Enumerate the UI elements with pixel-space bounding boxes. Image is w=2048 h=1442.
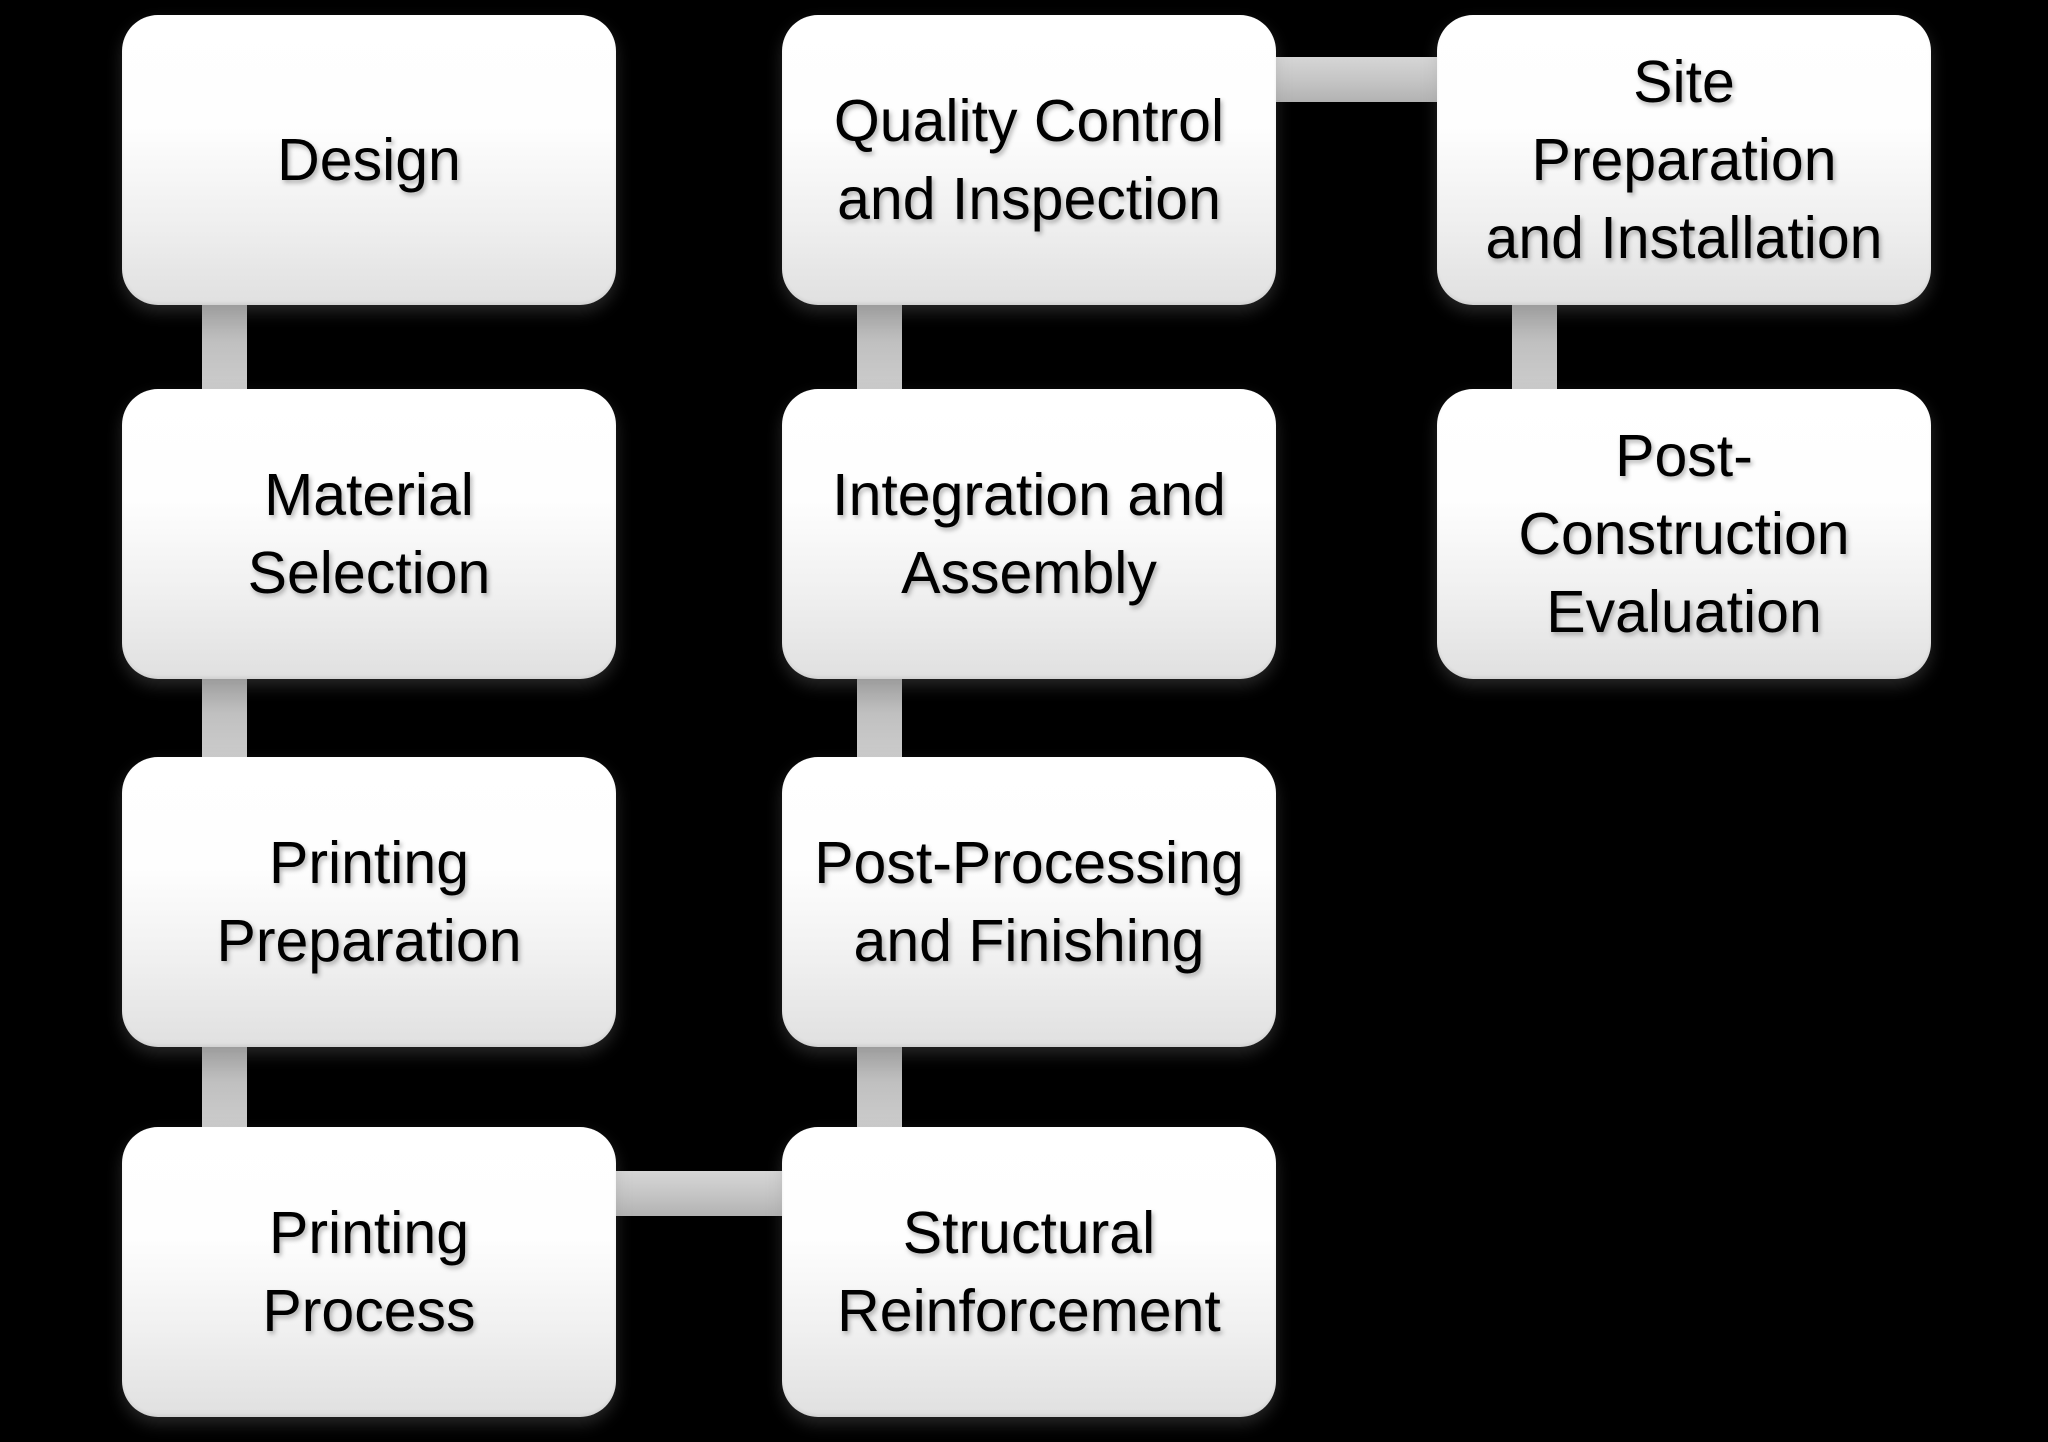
connector-printing-preparation-printing-process	[202, 1043, 247, 1131]
connector-structural-reinforcement-post-processing	[857, 1043, 902, 1131]
flow-step-label: Post-Processing and Finishing	[814, 830, 1244, 974]
flow-step-label: Site Preparation and Installation	[1485, 49, 1883, 271]
flow-step-label: Post- Construction Evaluation	[1518, 423, 1850, 645]
flow-step-quality-control-inspection: Quality Control and Inspection	[782, 15, 1276, 305]
connector-quality-control-site-preparation	[1272, 57, 1441, 102]
connector-material-selection-printing-preparation	[202, 675, 247, 761]
connector-integration-assembly-quality-control	[857, 301, 902, 393]
connector-printing-process-structural-reinforcement	[612, 1171, 786, 1216]
connector-site-preparation-post-construction	[1512, 301, 1557, 393]
flow-step-printing-process: Printing Process	[122, 1127, 616, 1417]
flow-step-printing-preparation: Printing Preparation	[122, 757, 616, 1047]
flow-step-label: Material Selection	[247, 462, 491, 606]
flow-step-structural-reinforcement: Structural Reinforcement	[782, 1127, 1276, 1417]
flow-step-post-construction-evaluation: Post- Construction Evaluation	[1437, 389, 1931, 679]
flow-step-label: Design	[277, 127, 461, 193]
flow-step-material-selection: Material Selection	[122, 389, 616, 679]
flow-step-label: Integration and Assembly	[832, 462, 1226, 606]
flow-step-label: Structural Reinforcement	[837, 1200, 1221, 1344]
flow-step-design: Design	[122, 15, 616, 305]
flow-step-label: Printing Preparation	[216, 830, 522, 974]
connector-post-processing-integration-assembly	[857, 675, 902, 761]
flow-step-label: Printing Process	[262, 1200, 476, 1344]
connector-design-material-selection	[202, 301, 247, 393]
flow-step-integration-assembly: Integration and Assembly	[782, 389, 1276, 679]
flow-step-site-preparation-installation: Site Preparation and Installation	[1437, 15, 1931, 305]
flow-step-post-processing-finishing: Post-Processing and Finishing	[782, 757, 1276, 1047]
flow-step-label: Quality Control and Inspection	[833, 88, 1225, 232]
